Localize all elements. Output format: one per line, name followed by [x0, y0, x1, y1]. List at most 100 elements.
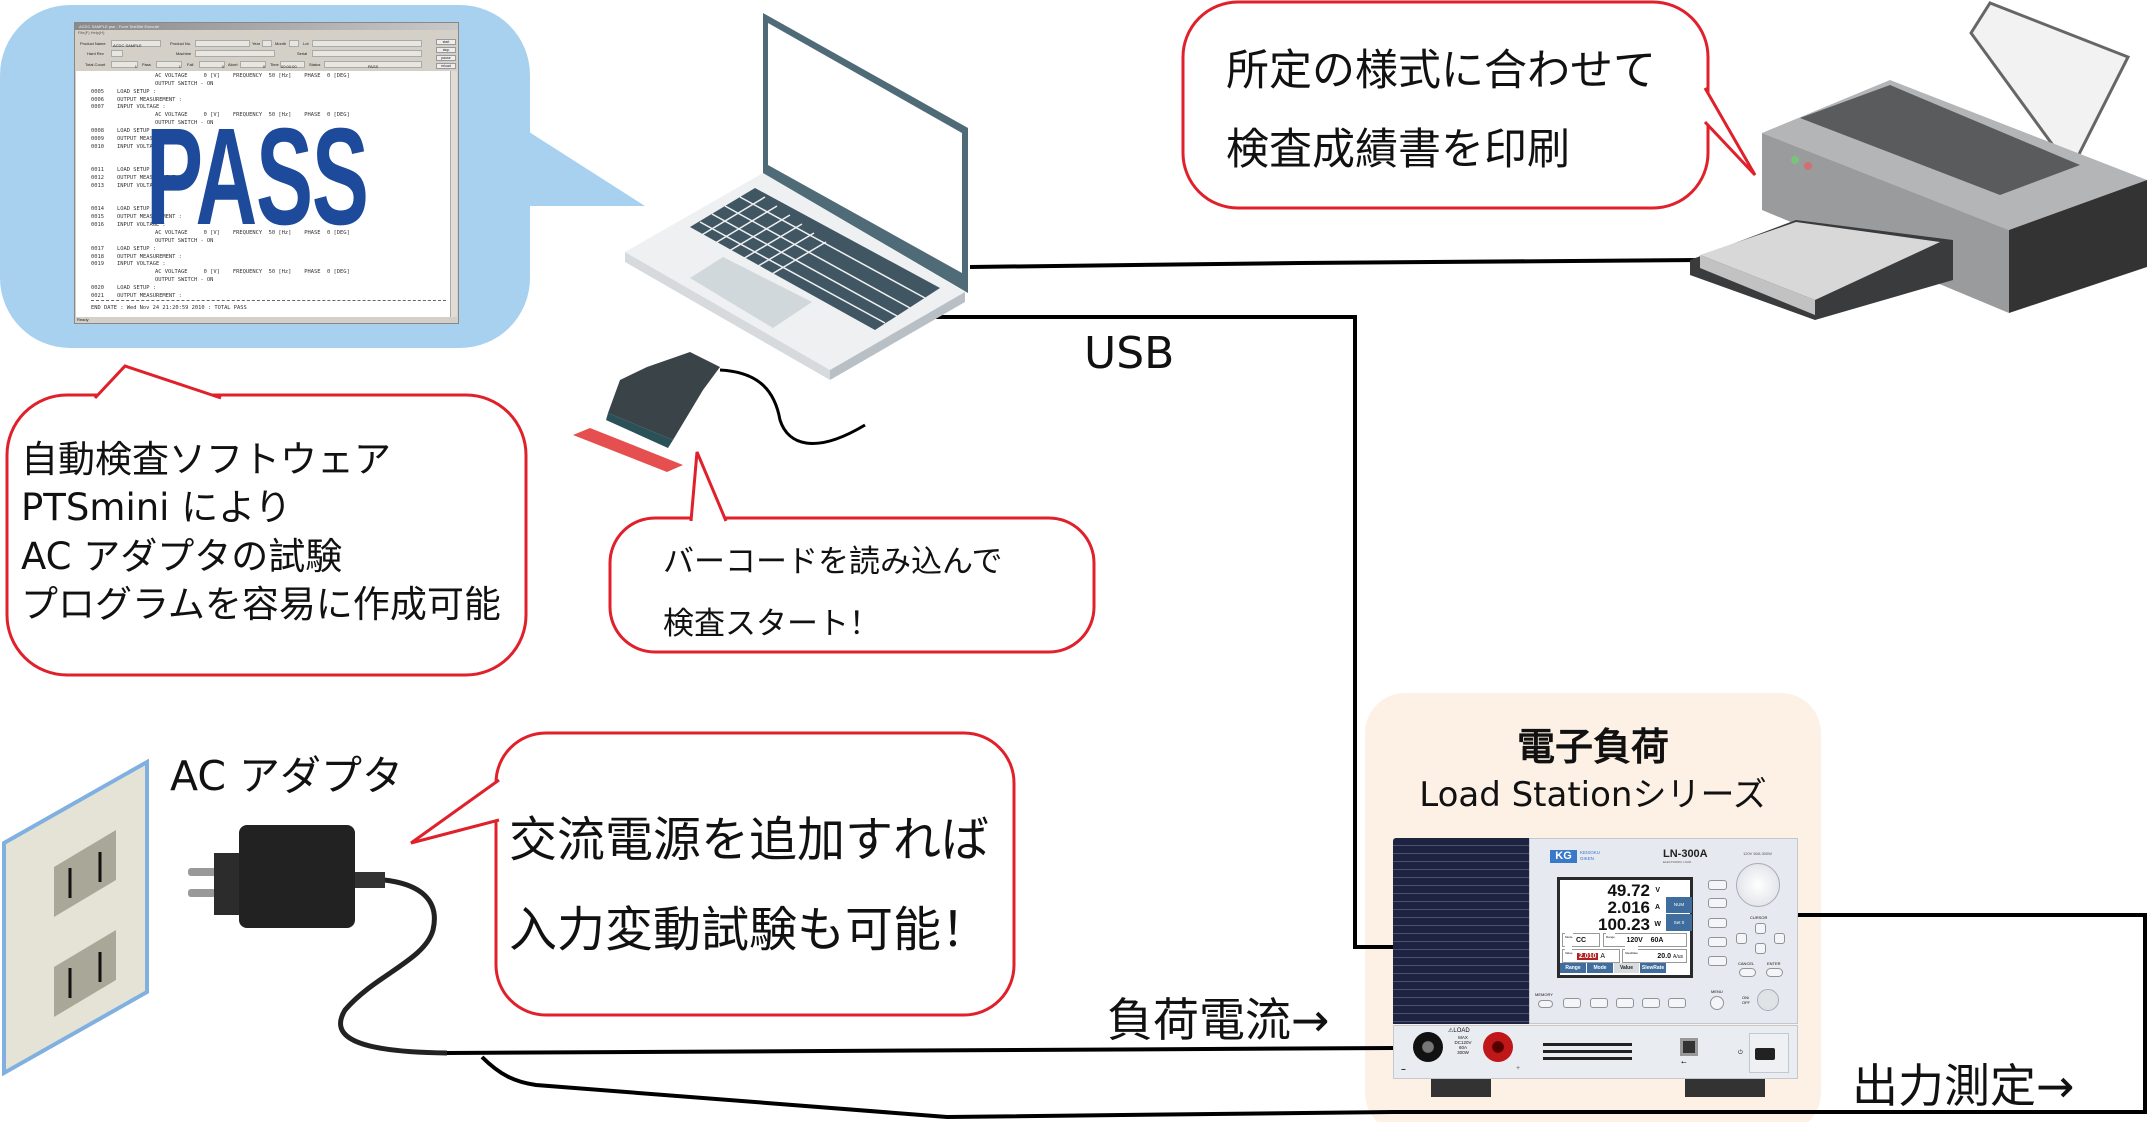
- product-no-field[interactable]: [195, 40, 250, 47]
- function-key-1[interactable]: [1563, 998, 1581, 1008]
- negative-terminal[interactable]: [1413, 1032, 1443, 1062]
- cables: [338, 258, 2147, 1120]
- value-setting[interactable]: 2.010: [1576, 953, 1599, 960]
- side-key-5[interactable]: [1708, 956, 1727, 966]
- log-scrollbar[interactable]: [450, 71, 457, 318]
- side-key-2[interactable]: [1708, 898, 1727, 908]
- function-key-4[interactable]: [1642, 998, 1660, 1008]
- voltage-unit: V: [1655, 887, 1660, 894]
- power-switch[interactable]: [1755, 1048, 1775, 1060]
- ac-source-callout-line-2: 入力変動試験も可能！: [509, 902, 990, 958]
- foot-right: [1685, 1079, 1765, 1097]
- status-label: Status: [309, 62, 321, 67]
- pause-button[interactable]: pause: [436, 55, 456, 61]
- tab-value[interactable]: Value: [1614, 963, 1639, 973]
- side-key-3[interactable]: [1708, 918, 1727, 928]
- start-button[interactable]: start: [436, 39, 456, 45]
- range-voltage: 120V: [1626, 937, 1643, 944]
- tab-range[interactable]: Range: [1560, 963, 1586, 973]
- machine-field[interactable]: [195, 50, 275, 57]
- rotary-knob[interactable]: [1736, 863, 1780, 907]
- laptop-printer-cable: [969, 258, 1701, 269]
- num-softkey[interactable]: NUM: [1666, 897, 1692, 913]
- lot-field[interactable]: [312, 40, 422, 47]
- log-line: INPUT VOLTAGE :: [117, 104, 166, 111]
- log-line: OUTPUT SWITCH - ON: [155, 277, 214, 284]
- log-line: OUTPUT SWITCH - ON: [155, 120, 214, 127]
- product-name-field[interactable]: ACDC SAMPLE: [111, 40, 161, 48]
- software-callout-line-2: PTSmini により: [21, 486, 292, 529]
- memory-button[interactable]: [1538, 1000, 1553, 1008]
- log-line: LOAD SETUP :: [117, 88, 156, 95]
- current-unit: A: [1654, 904, 1660, 911]
- voltage-reading: 49.72: [1607, 881, 1650, 900]
- log-end-line: END DATE : Wed Nov 24 21:20:59 2010 : TO…: [91, 305, 247, 311]
- stop-button[interactable]: stop: [436, 47, 456, 53]
- log-line: OUTPUT SWITCH - ON: [155, 80, 214, 87]
- log-line: INPUT VOLTAGE :: [117, 222, 166, 229]
- enter-button[interactable]: [1766, 968, 1783, 977]
- hard-rev-field[interactable]: [111, 50, 123, 57]
- cursor-right-button[interactable]: [1774, 933, 1785, 944]
- brand-name: KEISOKU GIKEN: [1580, 850, 1601, 861]
- log-line: OUTPUT MEASUREMENT :: [117, 175, 182, 182]
- log-line-number: 0021: [91, 292, 104, 299]
- onoff-button[interactable]: [1757, 989, 1779, 1011]
- pass-overlay: PASS: [146, 100, 369, 254]
- log-line: OUTPUT MEASUREMENT :: [117, 96, 182, 103]
- menu-label: MENU: [1711, 989, 1723, 994]
- positive-terminal[interactable]: [1483, 1032, 1513, 1062]
- log-line-number: 0008: [91, 127, 104, 134]
- ac-source-callout-shape: [410, 731, 1016, 1017]
- serial-field[interactable]: [312, 50, 422, 57]
- serial-label: Serial: [297, 51, 308, 56]
- abort-field: 0: [240, 61, 266, 69]
- enter-label: ENTER: [1767, 961, 1781, 966]
- log-line-number: 0005: [91, 88, 104, 95]
- year-field[interactable]: [262, 40, 272, 47]
- log-line: LOAD SETUP :: [117, 245, 156, 252]
- range-current: 60A: [1650, 937, 1664, 944]
- log-line-number: 0020: [91, 284, 104, 291]
- cursor-up-button[interactable]: [1755, 923, 1766, 934]
- value-label: Value: [1565, 946, 1573, 960]
- software-callout-shape: [5, 364, 528, 677]
- function-key-5[interactable]: [1668, 998, 1686, 1008]
- tab-mode[interactable]: Mode: [1587, 963, 1613, 973]
- function-key-2[interactable]: [1590, 998, 1608, 1008]
- month-label: Month: [275, 41, 287, 46]
- usb-port[interactable]: [1680, 1038, 1698, 1056]
- power-reading: 100.23: [1598, 915, 1650, 934]
- cursor-down-button[interactable]: [1755, 943, 1766, 954]
- window-menu[interactable]: File(F) Help(H): [78, 30, 105, 35]
- software-callout-line-4: プログラムを容易に作成可能: [21, 583, 501, 626]
- side-key-1[interactable]: [1708, 880, 1727, 890]
- function-key-3[interactable]: [1616, 998, 1634, 1008]
- scanner-cable: [719, 368, 866, 445]
- status-bar: Ready: [75, 317, 458, 323]
- cursor-label: CURSOR: [1750, 915, 1768, 920]
- tab-slewrate[interactable]: SlewRate: [1640, 963, 1666, 973]
- reload-button[interactable]: reload: [436, 63, 456, 69]
- menu-button[interactable]: [1710, 996, 1724, 1010]
- set0-softkey[interactable]: Set 0: [1666, 914, 1692, 931]
- year-label: Year: [252, 41, 261, 46]
- side-key-4[interactable]: [1708, 937, 1727, 947]
- status-field: PASS: [324, 61, 422, 69]
- month-field[interactable]: [289, 40, 299, 47]
- ac-adapter-illustration: [188, 825, 385, 928]
- range-label: Range: [1606, 930, 1615, 944]
- onoff-label: ON/ OFF: [1742, 995, 1750, 1005]
- max-spec-line: 300W: [1457, 1050, 1469, 1055]
- output-measure-label: 出力測定→: [1852, 1059, 2075, 1113]
- log-line-number: 0012: [91, 175, 104, 182]
- lot-label: Lot: [303, 41, 309, 46]
- log-line: OUTPUT MEASUREMENT :: [117, 292, 182, 299]
- cursor-left-button[interactable]: [1736, 933, 1747, 944]
- cancel-button[interactable]: [1739, 968, 1756, 977]
- slewrate-label: SlewRate: [1625, 946, 1638, 960]
- model-sub: ELECTRONIC LOAD: [1663, 860, 1692, 864]
- log-line-number: 0011: [91, 167, 104, 174]
